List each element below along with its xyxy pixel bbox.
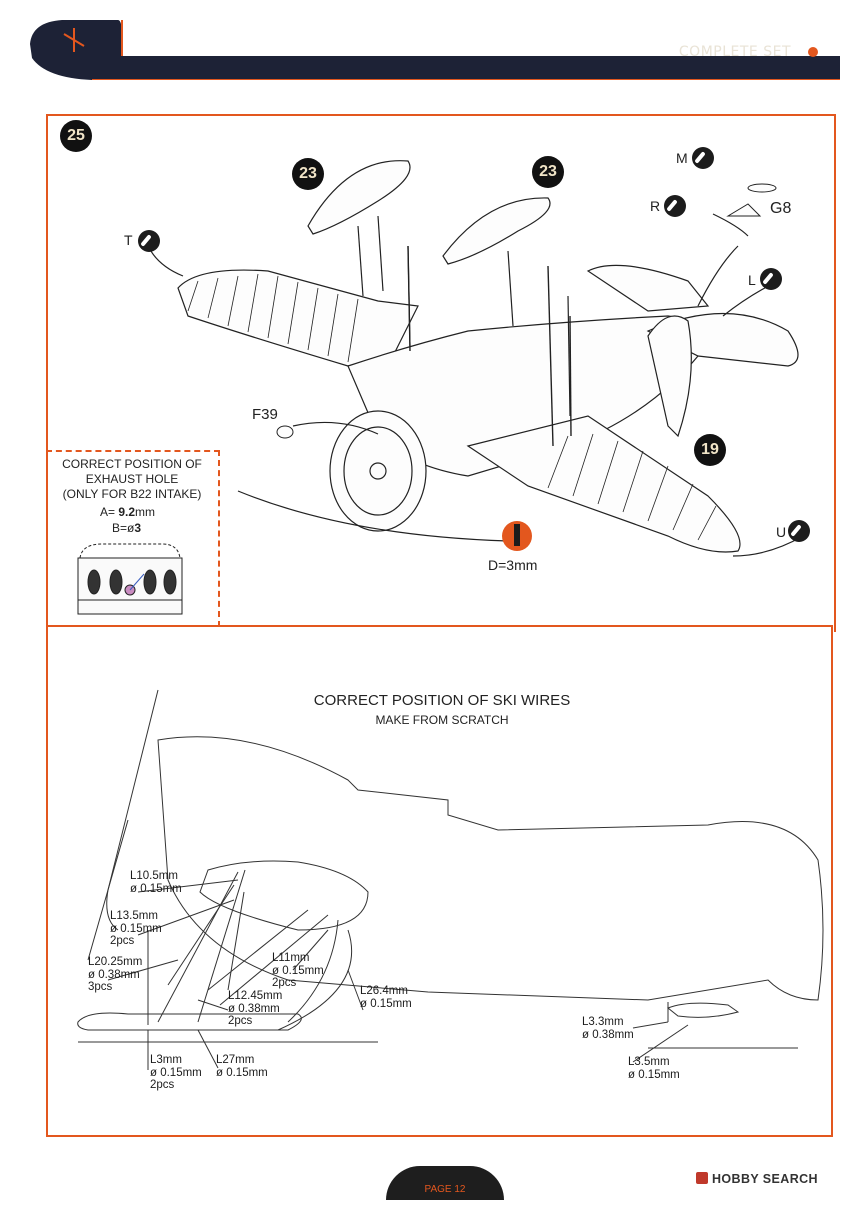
wires-subtitle: MAKE FROM SCRATCH [375,713,509,727]
glue-icon [788,520,810,542]
step-number-badge: 25 [60,120,92,152]
glue-icon [664,195,686,217]
glue-icon [692,147,714,169]
part-label-g8: G8 [770,200,792,217]
subassembly-badge-23-left: 23 [292,158,324,190]
brand-logo [34,24,114,54]
callout-line-3: (ONLY FOR B22 INTAKE) [62,487,202,501]
header-title: COMPLETE SET [678,44,791,60]
callout-line-1: CORRECT POSITION OF [62,457,202,471]
aircraft-assembly-drawing [147,160,804,557]
part-label-f39: F39 [252,406,278,423]
drill-label: D=3mm [488,557,538,573]
wires-title: CORRECT POSITION OF SKI WIRES [313,692,571,709]
callout-dimension-b: B=ø3 [112,521,142,535]
header-bar [30,20,840,80]
part-label-l: L [748,272,756,288]
glue-icon [760,268,782,290]
exhaust-hole-callout [46,450,220,627]
watermark-logo-icon [696,1172,708,1184]
step-25-frame [46,114,836,632]
part-label-u: U [776,524,787,540]
callout-dimension-a: A= 9.2mm [100,505,156,519]
watermark: HOBBY SEARCH [696,1172,818,1186]
part-label-t: T [124,232,133,248]
ski-wires-profile-drawing [77,689,824,1070]
glue-icon [138,230,160,252]
part-label-r: R [650,198,661,214]
part-label-m: M [676,150,688,166]
subassembly-badge-19: 19 [694,434,726,466]
exhaust-detail-drawing [77,543,183,615]
callout-line-2: EXHAUST HOLE [85,472,179,486]
ski-wires-frame [46,625,833,1137]
subassembly-badge-23-right: 23 [532,156,564,188]
page-number: PAGE 12 [386,1166,504,1200]
header-bullet-icon [808,47,818,57]
